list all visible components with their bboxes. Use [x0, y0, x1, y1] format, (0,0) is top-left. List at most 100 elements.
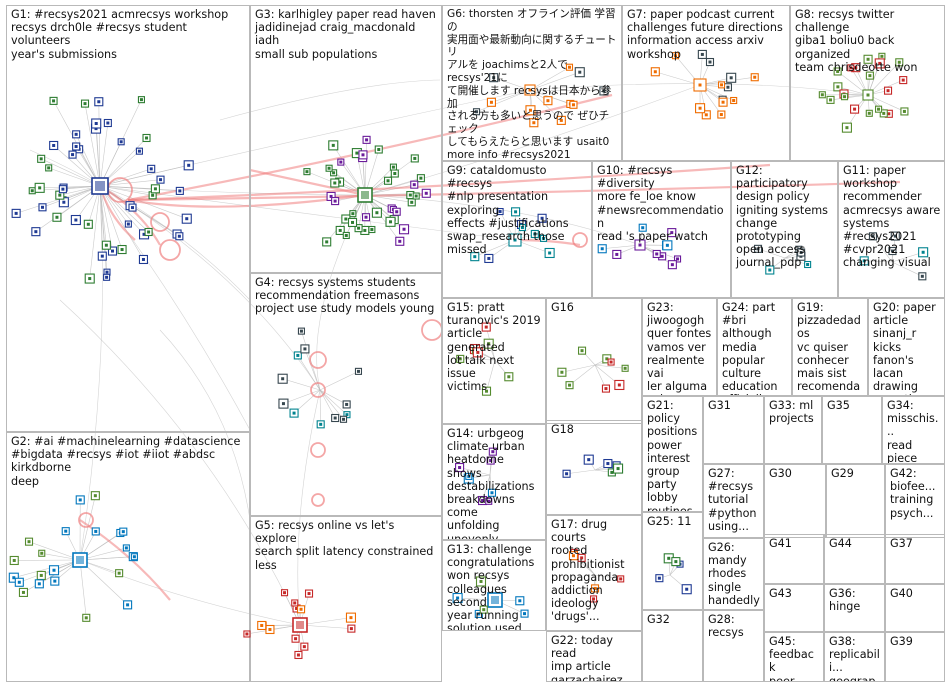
user-node-avatar: [853, 107, 857, 111]
group-panel-g19: G19: pizzadedados vc quiser conhecer mai…: [792, 298, 868, 396]
user-node-avatar: [30, 189, 34, 193]
user-node-avatar: [83, 102, 87, 106]
edge: [364, 184, 415, 196]
user-node-avatar: [351, 212, 355, 216]
edge: [493, 77, 531, 91]
group-panel-g29: G29: [826, 464, 885, 538]
group-panel-g11: G11: paper workshop recommender acmrecsy…: [838, 161, 945, 298]
group-label-g25: G25: 11: [647, 515, 692, 528]
group-label-g21: G21: policy positions power interest gro…: [647, 399, 698, 512]
group-panel-g1: G1: #recsys2021 acmrecsys workshop recsy…: [6, 5, 250, 432]
edge: [79, 556, 135, 561]
user-node-avatar: [126, 603, 130, 607]
user-node-avatar: [806, 263, 810, 267]
group-label-g10: G10: #recsys #diversity more fe_loe know…: [597, 164, 724, 244]
user-node-avatar: [370, 228, 374, 232]
user-node-avatar: [393, 172, 397, 176]
user-node-avatar: [344, 233, 348, 237]
hub-node-avatar: [528, 88, 532, 92]
group-panel-g39: G39: [885, 632, 945, 682]
user-node-avatar: [356, 369, 360, 373]
user-node-avatar: [719, 113, 723, 117]
user-node-avatar: [260, 623, 264, 627]
user-node-avatar: [377, 148, 381, 152]
user-node-avatar: [473, 255, 477, 259]
user-node-avatar: [329, 194, 333, 198]
user-node-avatar: [893, 234, 897, 238]
user-node-avatar: [674, 560, 678, 564]
user-node-avatar: [357, 226, 361, 230]
edge: [42, 185, 101, 208]
user-node-avatar: [878, 61, 882, 65]
group-panel-g44: G44: [824, 534, 885, 584]
user-node-avatar: [86, 222, 90, 226]
user-node-avatar: [299, 607, 303, 611]
group-label-g15: G15: pratt turanovic's 2019 article gene…: [447, 301, 541, 394]
group-panel-g24: G24: part #bri although media popular cu…: [717, 298, 792, 396]
user-node-avatar: [533, 232, 537, 236]
user-node-avatar: [491, 450, 495, 454]
group-label-g22: G22: today read imp article garzachairez…: [551, 634, 623, 682]
edge: [486, 359, 496, 392]
user-node-avatar: [489, 459, 493, 463]
self-loop: [311, 493, 325, 507]
hub-node-avatar: [491, 596, 499, 604]
user-node-avatar: [921, 250, 925, 254]
group-label-g37: G37: [890, 537, 913, 550]
user-node-avatar: [655, 252, 659, 256]
group-panel-g28: G28: recsys: [703, 610, 764, 682]
edge: [99, 185, 113, 252]
group-label-g29: G29: [831, 467, 854, 480]
user-node-avatar: [732, 99, 736, 103]
user-node-avatar: [568, 383, 572, 387]
user-node-avatar: [303, 347, 307, 351]
user-node-avatar: [854, 66, 858, 70]
user-node-avatar: [605, 357, 609, 361]
user-node-avatar: [475, 110, 479, 114]
group-panel-g34: G34: misschis... read piece recently rea…: [882, 396, 945, 464]
group-panel-g26: G26: mandy rhodes single handedly...: [703, 538, 764, 610]
user-node-avatar: [868, 74, 872, 78]
user-node-avatar: [482, 608, 486, 612]
edge: [98, 101, 101, 187]
user-node-avatar: [721, 100, 725, 104]
user-node-avatar: [886, 89, 890, 93]
hub-node-avatar: [76, 556, 84, 564]
user-node-avatar: [299, 329, 303, 333]
edge: [23, 559, 81, 593]
user-node-avatar: [139, 98, 143, 102]
group-panel-g22: G22: today read imp article garzachairez…: [546, 631, 642, 682]
user-node-avatar: [867, 111, 871, 115]
user-node-avatar: [665, 243, 669, 247]
edge: [297, 389, 321, 626]
user-node-avatar: [149, 167, 153, 171]
user-node-avatar: [64, 529, 68, 533]
highlight-edge: [249, 168, 366, 197]
group-panel-g37: G37: [885, 534, 945, 584]
edge: [867, 94, 905, 112]
user-node-avatar: [498, 210, 502, 214]
user-node-avatar: [332, 171, 336, 175]
user-node-avatar: [410, 200, 414, 204]
edge: [891, 251, 924, 263]
self-loop: [78, 512, 94, 528]
user-node-avatar: [520, 226, 524, 230]
group-label-g28: G28: recsys: [708, 613, 744, 640]
user-node-avatar: [458, 466, 462, 470]
user-node-avatar: [559, 118, 563, 122]
user-node-avatar: [578, 70, 582, 74]
group-panel-g7: G7: paper podcast current challenges fut…: [622, 5, 790, 161]
user-node-avatar: [349, 627, 353, 631]
user-node-avatar: [592, 597, 596, 601]
user-node-avatar: [281, 402, 285, 406]
user-node-avatar: [325, 240, 329, 244]
user-node-avatar: [344, 217, 348, 221]
user-node-avatar: [479, 579, 483, 583]
user-node-avatar: [887, 112, 891, 116]
group-label-g18: G18: [551, 423, 574, 436]
user-node-avatar: [606, 462, 610, 466]
user-node-avatar: [402, 227, 406, 231]
user-node-avatar: [897, 60, 901, 64]
user-node-avatar: [61, 187, 65, 191]
user-node-avatar: [159, 178, 163, 182]
